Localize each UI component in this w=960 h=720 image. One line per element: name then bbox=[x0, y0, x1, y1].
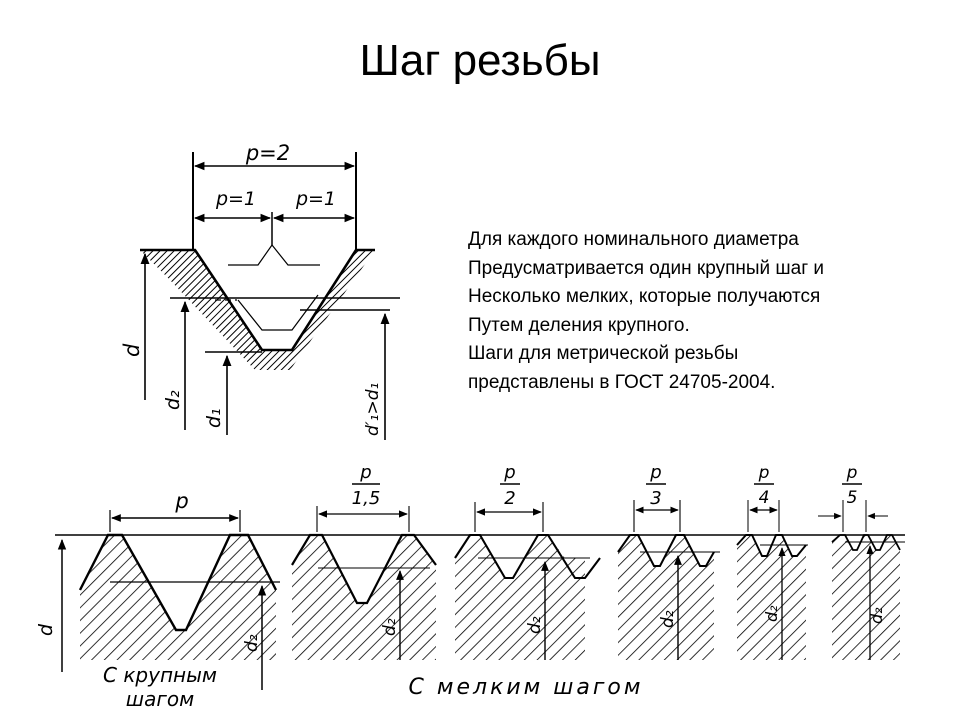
fraction-p-5: p 5 bbox=[842, 463, 862, 508]
label-bottom-dia-d2-fine2: d₂ bbox=[525, 616, 545, 634]
caption-coarse-line1: С крупным bbox=[103, 663, 217, 687]
label-bottom-dia-d2-fine3: d₂ bbox=[658, 610, 678, 628]
label-bottom-dia-d2-fine4: d₂ bbox=[762, 605, 781, 622]
top-thread-profile bbox=[140, 152, 400, 440]
top-diagram-labels: p=2 p=1 p=1 d d₂ d₁ d′₁>d₁ bbox=[120, 141, 383, 436]
fraction-numerator: p bbox=[649, 462, 661, 483]
description-line-2: Предусматривается один крупный шаг и bbox=[468, 257, 825, 279]
fraction-p-3: p 3 bbox=[646, 462, 666, 509]
label-pitch-left: p=1 bbox=[215, 188, 256, 210]
fraction-p-4: p 4 bbox=[754, 463, 774, 508]
label-bottom-dia-d2-fine5: d₂ bbox=[867, 607, 886, 624]
caption-coarse-line2: шагом bbox=[126, 687, 194, 711]
description-text: Для каждого номинального диаметра Предус… bbox=[468, 226, 938, 397]
description-line-5: Шаги для метрической резьбы bbox=[468, 343, 739, 364]
fraction-p-2: p 2 bbox=[500, 462, 520, 509]
label-dia-d2: d₂ bbox=[162, 390, 184, 410]
label-pitch-total: p=2 bbox=[245, 141, 290, 165]
fraction-denominator: 4 bbox=[759, 488, 770, 508]
description-line-3: Несколько мелких, которые получаются bbox=[468, 286, 821, 307]
fraction-denominator: 1,5 bbox=[352, 488, 381, 509]
label-bottom-dia-d2-coarse: d₂ bbox=[242, 634, 262, 652]
label-bottom-dia-d2-fine1: d₂ bbox=[380, 618, 400, 636]
description-line-4: Путем деления крупного. bbox=[468, 314, 690, 336]
label-pitch-coarse: p bbox=[174, 489, 188, 513]
fraction-denominator: 3 bbox=[650, 488, 661, 509]
fraction-p-1-5: p 1,5 bbox=[352, 462, 381, 509]
bottom-diagram-labels: p d d₂ d₂ d₂ d₂ d₂ d₂ p 1,5 p 2 p 3 bbox=[35, 462, 886, 711]
label-dia-d: d bbox=[120, 343, 144, 357]
label-pitch-right: p=1 bbox=[295, 188, 336, 210]
fraction-numerator: p bbox=[758, 463, 770, 483]
fraction-denominator: 5 bbox=[847, 488, 858, 508]
fraction-numerator: p bbox=[846, 463, 858, 483]
label-dia-compare: d′₁>d₁ bbox=[363, 383, 383, 436]
fraction-numerator: p bbox=[503, 462, 515, 483]
label-bottom-dia-d: d bbox=[35, 623, 57, 636]
fraction-denominator: 2 bbox=[504, 488, 515, 509]
description-line-1: Для каждого номинального диаметра bbox=[468, 229, 799, 250]
fraction-numerator: p bbox=[359, 462, 371, 483]
slide-title: Шаг резьбы bbox=[359, 36, 601, 85]
label-dia-d1: d₁ bbox=[203, 408, 225, 428]
description-line-6: представлены в ГОСТ 24705-2004. bbox=[468, 371, 776, 393]
bottom-thread-profiles bbox=[55, 500, 905, 690]
caption-fine: С мелким шагом bbox=[409, 675, 644, 700]
